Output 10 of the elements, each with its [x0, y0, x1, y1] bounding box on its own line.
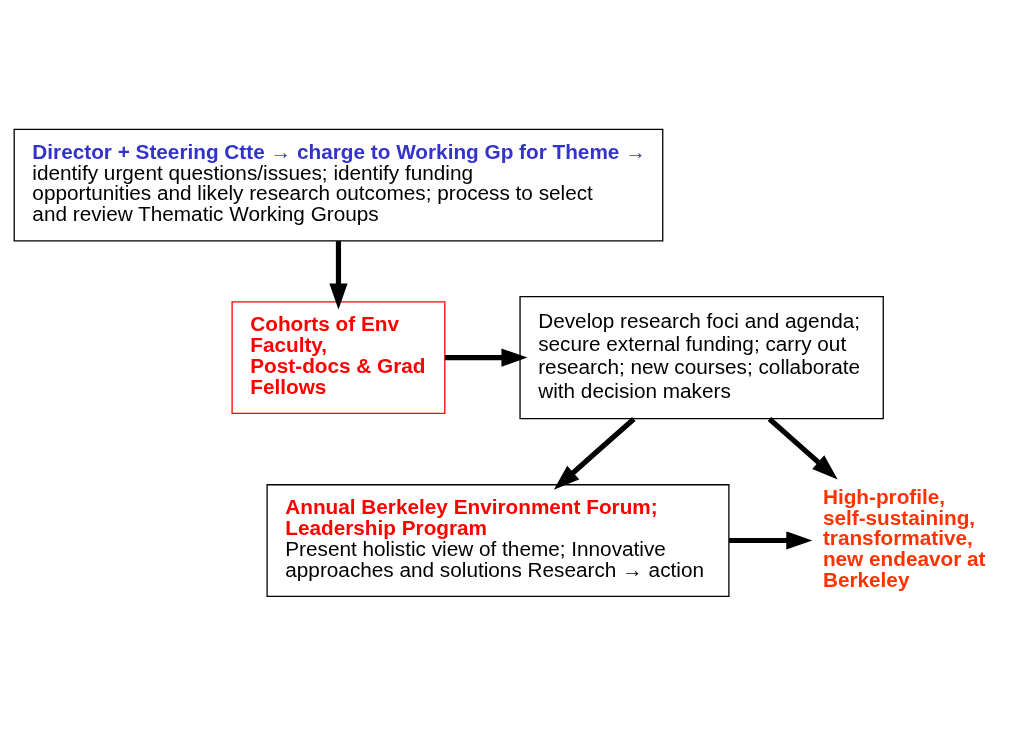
arrow [728, 531, 812, 550]
node-box: Cohorts of Env Faculty, Post-docs & Grad Fellows [230, 301, 445, 415]
node-box: Develop research foci and agenda; secure external funding; carry out research; new courses; collaborate with decision makers [518, 296, 884, 420]
node-box: Director + Steering Ctte → charge to Working Gp for Theme → identify urgent questions/issues; identify funding opportunities and likely research outcomes; process to select and review Thematic Working Groups [13, 128, 663, 242]
node-text: High-profile, self-sustaining, transformative, new endeavor at Berkeley [822, 484, 986, 591]
arrow [328, 241, 348, 310]
arrow [767, 417, 838, 480]
node-box: Annual Berkeley Environment Forum; Leadership Program Present holistic view of theme; Innovative approaches and solutions Research → action [265, 484, 730, 597]
arrow [444, 348, 527, 367]
arrow [553, 417, 636, 490]
